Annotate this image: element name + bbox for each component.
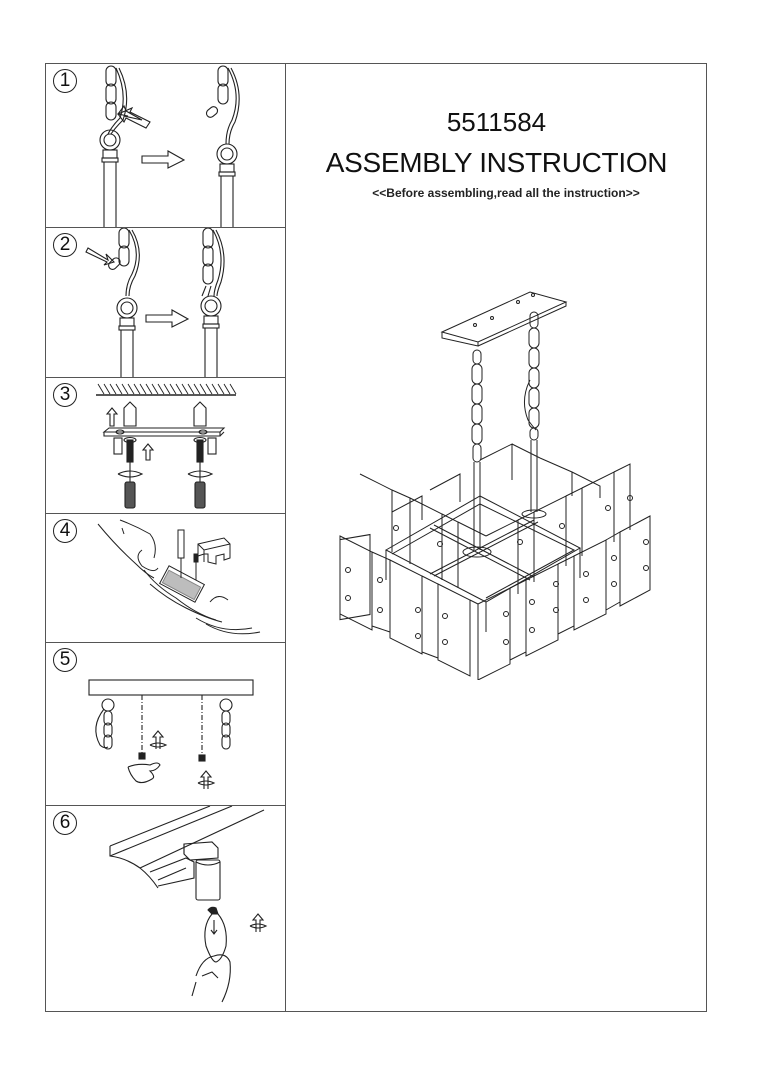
column-divider xyxy=(285,63,286,1012)
step-number-badge: 6 xyxy=(53,811,77,835)
step-3-panel: 3 xyxy=(46,378,285,513)
chain-icon xyxy=(105,65,128,135)
step-4-panel: 4 xyxy=(46,514,285,642)
step-1-panel: 1 xyxy=(46,64,285,227)
step-number-badge: 4 xyxy=(53,519,77,543)
step-number-badge: 3 xyxy=(53,383,77,407)
step-2-panel: 2 xyxy=(46,228,285,377)
page-subtitle: <<Before assembling,read all the instruc… xyxy=(372,186,640,200)
inner-frame xyxy=(384,495,582,632)
step-number-badge: 2 xyxy=(53,233,77,257)
chain-icon xyxy=(471,311,540,463)
step-divider xyxy=(45,513,286,514)
chain-hook-illustration xyxy=(85,228,225,377)
glass-panels xyxy=(339,443,651,680)
page-title: ASSEMBLY INSTRUCTION xyxy=(325,147,668,178)
screw-dots xyxy=(345,495,649,645)
page-frame xyxy=(45,63,707,1012)
step-number-badge: 1 xyxy=(53,69,77,93)
chain-unhook-illustration xyxy=(99,65,240,227)
step-divider xyxy=(45,805,286,806)
step-divider xyxy=(45,642,286,643)
wiring-illustration xyxy=(97,519,261,635)
step-divider xyxy=(45,377,286,378)
bulb-install-illustration xyxy=(109,806,268,1003)
step-5-panel: 5 xyxy=(46,643,285,805)
step-divider xyxy=(45,227,286,228)
bracket-mount-illustration xyxy=(96,383,237,509)
canopy-chain-illustration xyxy=(88,679,254,789)
model-number: 5511584 xyxy=(446,107,547,137)
chandelier-illustration xyxy=(339,291,651,680)
step-6-panel: 6 xyxy=(46,806,285,1011)
canopy-plate xyxy=(440,291,568,347)
glass-panel-left xyxy=(339,533,371,621)
step-number-badge: 5 xyxy=(53,648,77,672)
